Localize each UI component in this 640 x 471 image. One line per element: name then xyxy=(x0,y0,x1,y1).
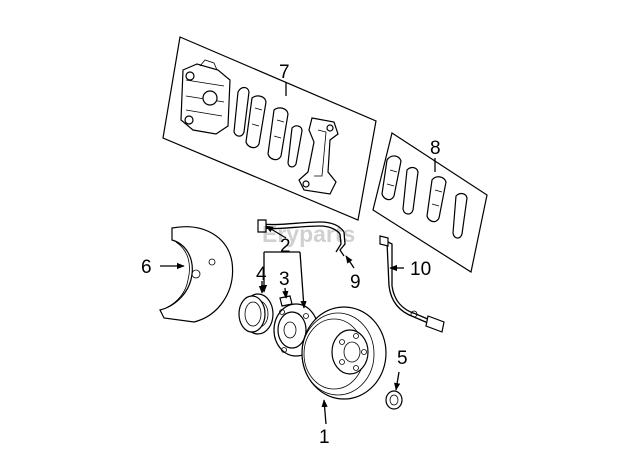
pad-kit-panel xyxy=(372,132,488,273)
callout-3: 3 xyxy=(279,269,290,290)
caliper-brake-pads xyxy=(233,86,303,168)
callout-9: 9 xyxy=(350,272,361,293)
brake-rotor xyxy=(301,306,387,400)
wheel-bearing xyxy=(238,293,274,335)
watermark-text: Eryparts xyxy=(262,221,355,247)
dust-shield xyxy=(159,226,234,323)
callout-7: 7 xyxy=(279,62,290,83)
caliper-bracket xyxy=(298,117,339,195)
callout-10: 10 xyxy=(410,259,431,280)
callout-1: 1 xyxy=(319,427,330,448)
leader-lines xyxy=(160,82,436,425)
callout-8: 8 xyxy=(430,138,441,159)
caliper-kit-panel xyxy=(162,36,377,221)
callout-4: 4 xyxy=(256,264,267,285)
abs-sensor xyxy=(379,235,445,333)
hub-cap xyxy=(385,390,403,410)
brake-hose xyxy=(257,219,346,257)
callout-6: 6 xyxy=(141,257,152,278)
caliper-body xyxy=(180,59,231,135)
callout-5: 5 xyxy=(397,348,408,369)
callout-2: 2 xyxy=(280,236,291,257)
